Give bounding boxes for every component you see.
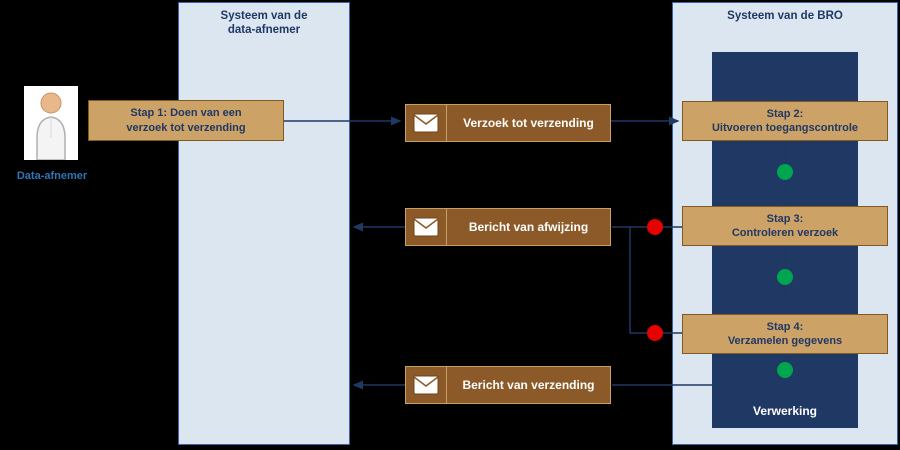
lane-title-bro: Systeem van de BRO	[727, 10, 843, 22]
lane-data-afnemer: Systeem van de data-afnemer	[178, 2, 350, 445]
message-verzoek: Verzoek tot verzending	[405, 104, 611, 142]
message-afwijzing: Bericht van afwijzing	[405, 208, 611, 246]
step-stap4: Stap 4: Verzamelen gegevens	[682, 314, 888, 354]
message-verzending-label: Bericht van verzending	[462, 378, 595, 392]
step-stap2: Stap 2: Uitvoeren toegangscontrole	[682, 101, 888, 141]
person-icon	[24, 86, 78, 161]
actor-figure	[24, 86, 78, 161]
reject-dot-stap4	[647, 325, 663, 341]
step-stap4-line2: Verzamelen gegevens	[727, 335, 843, 347]
step-stap2-line1: Stap 2:	[766, 107, 804, 120]
step-stap1: Stap 1: Doen van een verzoek tot verzend…	[88, 100, 284, 141]
envelope-icon	[406, 105, 447, 141]
step-stap1-line1: Stap 1: Doen van een	[130, 107, 242, 120]
lane-title-data-afnemer: Systeem van de data-afnemer	[220, 10, 308, 37]
step-stap2-line2: Uitvoeren toegangscontrole	[711, 122, 859, 134]
step-stap3: Stap 3: Controleren verzoek	[682, 206, 888, 246]
message-verzending: Bericht van verzending	[405, 366, 611, 404]
message-verzoek-label: Verzoek tot verzending	[463, 116, 594, 130]
envelope-icon	[406, 367, 447, 403]
message-afwijzing-label: Bericht van afwijzing	[468, 220, 589, 234]
step-stap4-line1: Stap 4:	[766, 320, 804, 333]
actor-label: Data-afnemer	[16, 170, 88, 182]
step-stap1-line2: verzoek tot verzending	[126, 121, 246, 134]
verwerking-label: Verwerking	[752, 404, 818, 418]
step-stap3-line1: Stap 3:	[766, 212, 804, 225]
reject-dot-stap3	[647, 219, 663, 235]
step-stap3-line2: Controleren verzoek	[731, 227, 839, 239]
envelope-icon	[406, 209, 447, 245]
